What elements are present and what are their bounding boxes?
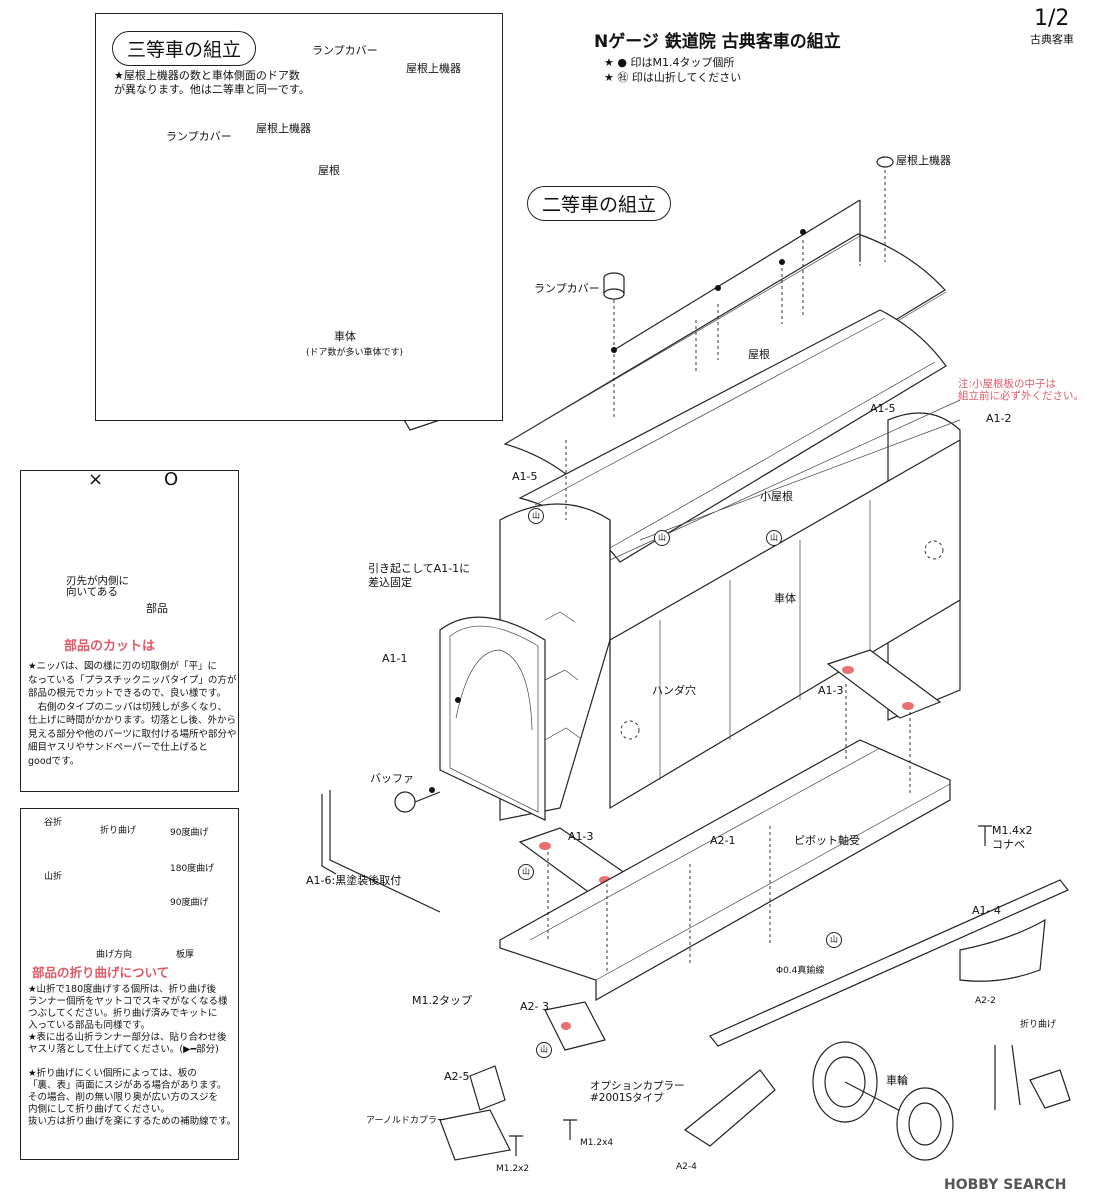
- label-small-roof: 小屋根: [760, 490, 793, 503]
- second-class-drawing: [321, 156, 1071, 1161]
- label-lamp-cover-3b: ランプカバー: [166, 130, 232, 143]
- label-note-red: 注:小屋根板の中子は 組立前に必ず外ください。: [958, 378, 1084, 402]
- label-screw-m14: M1.4x2 コナベ: [992, 824, 1033, 851]
- label-body-2: 車体: [774, 592, 796, 605]
- label-wheel: 車輪: [886, 1074, 908, 1087]
- valley-fold-note: 折り曲げ: [100, 826, 137, 836]
- document-title: Nゲージ 鉄道院 古典客車の組立: [594, 32, 841, 52]
- page-number: 1/2: [1034, 6, 1070, 31]
- fold-mark: 山: [518, 864, 534, 880]
- watermark: HOBBY SEARCH: [944, 1177, 1067, 1193]
- label-arnold-coupler: アーノルドカプラー: [366, 1116, 446, 1126]
- third-class-note: ★屋根上機器の数と車体側面のドア数 が異なります。他は二等車と同一です。: [114, 69, 310, 96]
- label-buffer: バッファ: [370, 772, 414, 785]
- label-a2-1: A2-1: [710, 834, 736, 847]
- part-label: 部品: [146, 602, 168, 615]
- fold-heading: 部品の折り曲げについて: [32, 965, 170, 980]
- bend-direction-label: 曲げ方向: [96, 950, 133, 960]
- fold-mark: 山: [766, 530, 782, 546]
- cut-heading: 部品のカットは: [64, 639, 156, 654]
- fold-panel: [20, 808, 239, 1160]
- label-a2-3: A2- 3: [520, 1000, 549, 1013]
- label-pivot-bearing: ピボット軸受: [794, 834, 860, 847]
- label-a1-5-right: A1-5: [870, 402, 896, 415]
- label-roof-equipment-3b: 屋根上機器: [256, 122, 311, 135]
- nipper-inner-note: 刃先が内側に 向いてある: [66, 575, 129, 598]
- deg90b-label: 90度曲げ: [170, 898, 209, 908]
- fold-mark: 山: [528, 508, 544, 524]
- valley-fold-label: 谷折: [44, 818, 63, 828]
- label-pull-up: 引き起こしてA1-1に 差込固定: [368, 562, 471, 589]
- label-a2-2: A2-2: [975, 996, 996, 1006]
- label-a2-5: A2-5: [444, 1070, 470, 1083]
- label-a1-3-right: A1-3: [818, 684, 844, 697]
- label-axle-wire: Φ0.4真鍮線: [776, 966, 825, 976]
- page-subtitle: 古典客車: [1030, 33, 1074, 46]
- label-option-coupler: オプションカプラー #2001Sタイプ: [590, 1080, 685, 1104]
- legend-fold: ★ ㊓ 印は山折してください: [604, 71, 742, 84]
- label-fold: 折り曲げ: [1020, 1020, 1057, 1030]
- label-body-note-3: (ドア数が多い車体です): [306, 348, 404, 358]
- label-roof-equipment-2: 屋根上機器: [896, 154, 951, 167]
- label-m12-tap: M1.2タップ: [412, 994, 472, 1007]
- fold-mark: 山: [654, 530, 670, 546]
- label-a1-1: A1-1: [382, 652, 408, 665]
- label-a1-6: A1-6:黒塗装後取付: [306, 874, 402, 887]
- thickness-label: 板厚: [176, 950, 195, 960]
- third-class-panel: [95, 13, 503, 421]
- deg90-label: 90度曲げ: [170, 828, 209, 838]
- label-lamp-cover-3: ランプカバー: [312, 44, 378, 57]
- mountain-fold-label: 山折: [44, 872, 63, 882]
- label-solder-hole: ハンダ穴: [652, 684, 696, 697]
- third-class-heading: 三等車の組立: [112, 31, 257, 66]
- fold-mark: 山: [826, 932, 842, 948]
- cut-body: ★ニッパは、図の様に刃の切取側が「平」に なっている「プラスチックニッパタイプ」…: [28, 661, 237, 767]
- label-a2-4: A2-4: [676, 1162, 697, 1172]
- label-m12x4: M1.2x4: [580, 1138, 614, 1148]
- label-roof-2: 屋根: [748, 348, 770, 361]
- fold-mark: 山: [536, 1042, 552, 1058]
- label-a1-3-left: A1-3: [568, 830, 594, 843]
- deg180-label: 180度曲げ: [170, 864, 215, 874]
- label-m12x2: M1.2x2: [496, 1164, 530, 1174]
- label-body-3: 車体: [334, 330, 356, 343]
- label-roof-3: 屋根: [318, 164, 340, 177]
- label-a1-5-left: A1-5: [512, 470, 538, 483]
- legend-tap: ★ ● 印はM1.4タップ個所: [604, 56, 735, 69]
- label-a1-4: A1- 4: [972, 904, 1001, 917]
- label-roof-equipment-3: 屋根上機器: [406, 62, 461, 75]
- label-a1-2: A1-2: [986, 412, 1012, 425]
- mark-good: O: [164, 469, 179, 490]
- second-class-heading: 二等車の組立: [527, 186, 672, 221]
- cut-panel: [20, 470, 239, 792]
- label-lamp-cover-2: ランプカバー: [534, 282, 600, 295]
- fold-body: ★山折で180度曲げする個所は、折り曲げ後 ランナー個所をヤットコでスキマがなく…: [28, 984, 237, 1127]
- mark-bad: ×: [88, 469, 104, 490]
